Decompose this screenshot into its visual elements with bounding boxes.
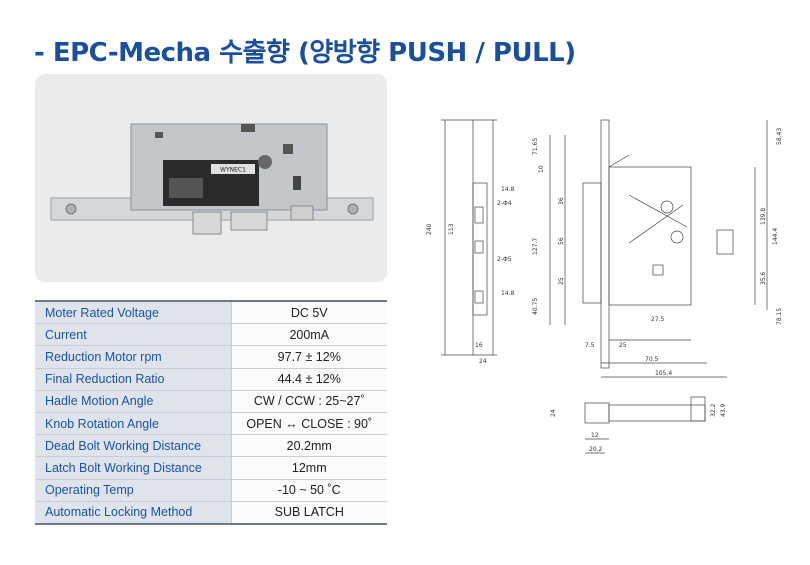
page-title: - EPC-Mecha 수출향 (양방향 PUSH / PULL) <box>34 38 576 68</box>
spec-label: Latch Bolt Working Distance <box>35 456 232 480</box>
spec-value: 20.2mm <box>231 434 387 458</box>
spec-label: Operating Temp <box>35 479 232 502</box>
spec-label: Automatic Locking Method <box>35 501 232 525</box>
dim-side-top: 71.65 <box>532 138 539 155</box>
dim-bottom-2: 25 <box>619 342 627 349</box>
dim-detail-5: 43.9 <box>720 403 727 417</box>
spec-label: Moter Rated Voltage <box>35 300 232 325</box>
spec-value: 200mA <box>231 323 387 347</box>
dim-side-right-4: 35.6 <box>760 271 767 285</box>
spec-value: OPEN ↔ CLOSE : 90˚ <box>231 412 387 436</box>
spec-label: Knob Rotation Angle <box>35 412 232 436</box>
spec-label: Current <box>35 323 232 347</box>
spec-label: Final Reduction Ratio <box>35 368 232 391</box>
spec-value: DC 5V <box>231 300 387 325</box>
dim-detail-1: 24 <box>550 409 557 417</box>
dim-side-a: 10 <box>538 165 545 173</box>
dim-detail-3: 20.2 <box>589 446 603 453</box>
dim-face-holes-2: 2-Φ5 <box>497 256 512 263</box>
spec-value: 12mm <box>231 456 387 480</box>
dim-side-b: 36 <box>558 197 565 205</box>
dim-bottom-4: 70.5 <box>645 356 659 363</box>
spec-value: SUB LATCH <box>231 501 387 525</box>
dim-side-right-1: 58.43 <box>776 128 783 145</box>
dim-detail-4: 32.2 <box>710 403 717 417</box>
dim-side-f: 40.75 <box>532 298 539 315</box>
photo-plate-label: WYNEC1 <box>220 167 246 174</box>
dim-face-holes: 2-Φ4 <box>497 200 512 207</box>
dim-side-e: 25 <box>558 277 565 285</box>
technical-drawing: 240 113 16 24 14.8 2-Φ4 2-Φ5 14.8 71.65 … <box>426 119 783 454</box>
dim-front-width-1: 16 <box>475 342 483 349</box>
spec-label: Reduction Motor rpm <box>35 345 232 369</box>
dim-side-c: 56 <box>558 237 565 245</box>
dim-detail-2: 12 <box>591 432 599 439</box>
dim-side-d: 127.7 <box>532 238 539 255</box>
dim-side-right-3: 144.4 <box>772 228 779 245</box>
dim-bottom-5: 105.4 <box>655 370 672 377</box>
dim-front-width-2: 24 <box>479 358 487 365</box>
spec-label: Dead Bolt Working Distance <box>35 434 232 458</box>
product-photo: WYNEC1 <box>35 74 387 282</box>
spec-label: Hadle Motion Angle <box>35 390 232 413</box>
dim-side-right-5: 78.15 <box>776 308 783 325</box>
spec-value: -10 ~ 50 ˚C <box>231 479 387 502</box>
dim-face-bottom: 14.8 <box>501 290 515 297</box>
spec-value: 97.7 ± 12% <box>231 345 387 369</box>
dim-face-width: 14.8 <box>501 186 515 193</box>
dim-side-right-2: 139.8 <box>760 208 767 225</box>
dim-front-height: 240 <box>426 223 433 235</box>
table-row: Operating Temp-10 ~ 50 ˚C <box>35 479 387 502</box>
dim-bottom-3: 27.5 <box>651 316 665 323</box>
spec-value: 44.4 ± 12% <box>231 368 387 391</box>
dim-bottom-1: 7.5 <box>585 342 595 349</box>
spec-value: CW / CCW : 25~27˚ <box>231 390 387 413</box>
dim-front-inner: 113 <box>448 223 455 235</box>
